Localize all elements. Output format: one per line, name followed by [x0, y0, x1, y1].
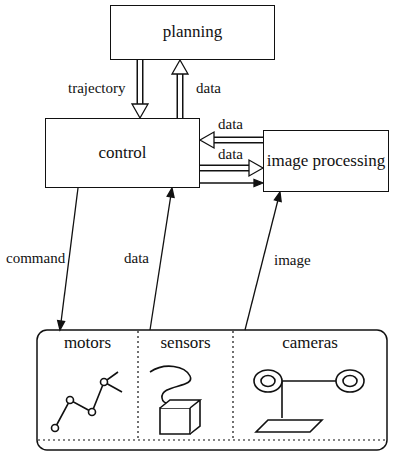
- arrowhead: [172, 60, 188, 74]
- arrow: [150, 188, 174, 330]
- edge-label: data: [216, 146, 245, 163]
- arrow: [200, 180, 263, 187]
- arrow-shaft: [200, 166, 249, 170]
- arrow-shaft: [214, 138, 263, 142]
- arrowhead: [132, 104, 148, 118]
- edge-label: command: [4, 250, 67, 267]
- arrowhead: [58, 321, 65, 330]
- arrow-shaft: [214, 137, 263, 144]
- process-box: image processing: [263, 130, 389, 192]
- edge-label: trajectory: [66, 80, 127, 97]
- dotted-separators: [38, 331, 386, 440]
- arrow-shaft: [177, 74, 184, 118]
- hardware-housing: [37, 330, 387, 450]
- hardware-compartment: sensors: [138, 330, 233, 440]
- arrow-shaft: [200, 182, 254, 183]
- hardware-compartment: motors: [37, 330, 138, 440]
- arrowhead: [249, 160, 263, 176]
- node-text: motors: [64, 334, 111, 353]
- arrow-shaft: [137, 60, 144, 104]
- process-box: planning: [110, 5, 275, 60]
- node-text: planning: [163, 23, 223, 42]
- node-text: sensors: [160, 334, 210, 353]
- arrow-shaft: [200, 165, 249, 172]
- node-text: control: [98, 144, 146, 163]
- sensor-symbol: [150, 366, 200, 434]
- edge-label: data: [122, 250, 151, 267]
- camera-symbol: [254, 370, 364, 432]
- arrow-shaft: [150, 197, 171, 330]
- arrowhead: [167, 188, 174, 197]
- arrowhead: [274, 192, 281, 202]
- node-text: cameras: [282, 334, 338, 353]
- arrow-shaft: [138, 60, 142, 104]
- hardware-compartment: cameras: [233, 330, 387, 440]
- arrow-shaft: [178, 74, 182, 118]
- node-text: image processing: [267, 152, 386, 171]
- hollow-arrow: [172, 60, 188, 118]
- arrowhead: [254, 180, 263, 187]
- arrowhead: [200, 132, 214, 148]
- process-box: control: [45, 118, 200, 188]
- edge-label: data: [216, 116, 245, 133]
- edge-label: image: [272, 252, 313, 269]
- robot-arm-symbol: [52, 372, 123, 432]
- hollow-arrow: [132, 60, 148, 118]
- edge-label: data: [194, 80, 223, 97]
